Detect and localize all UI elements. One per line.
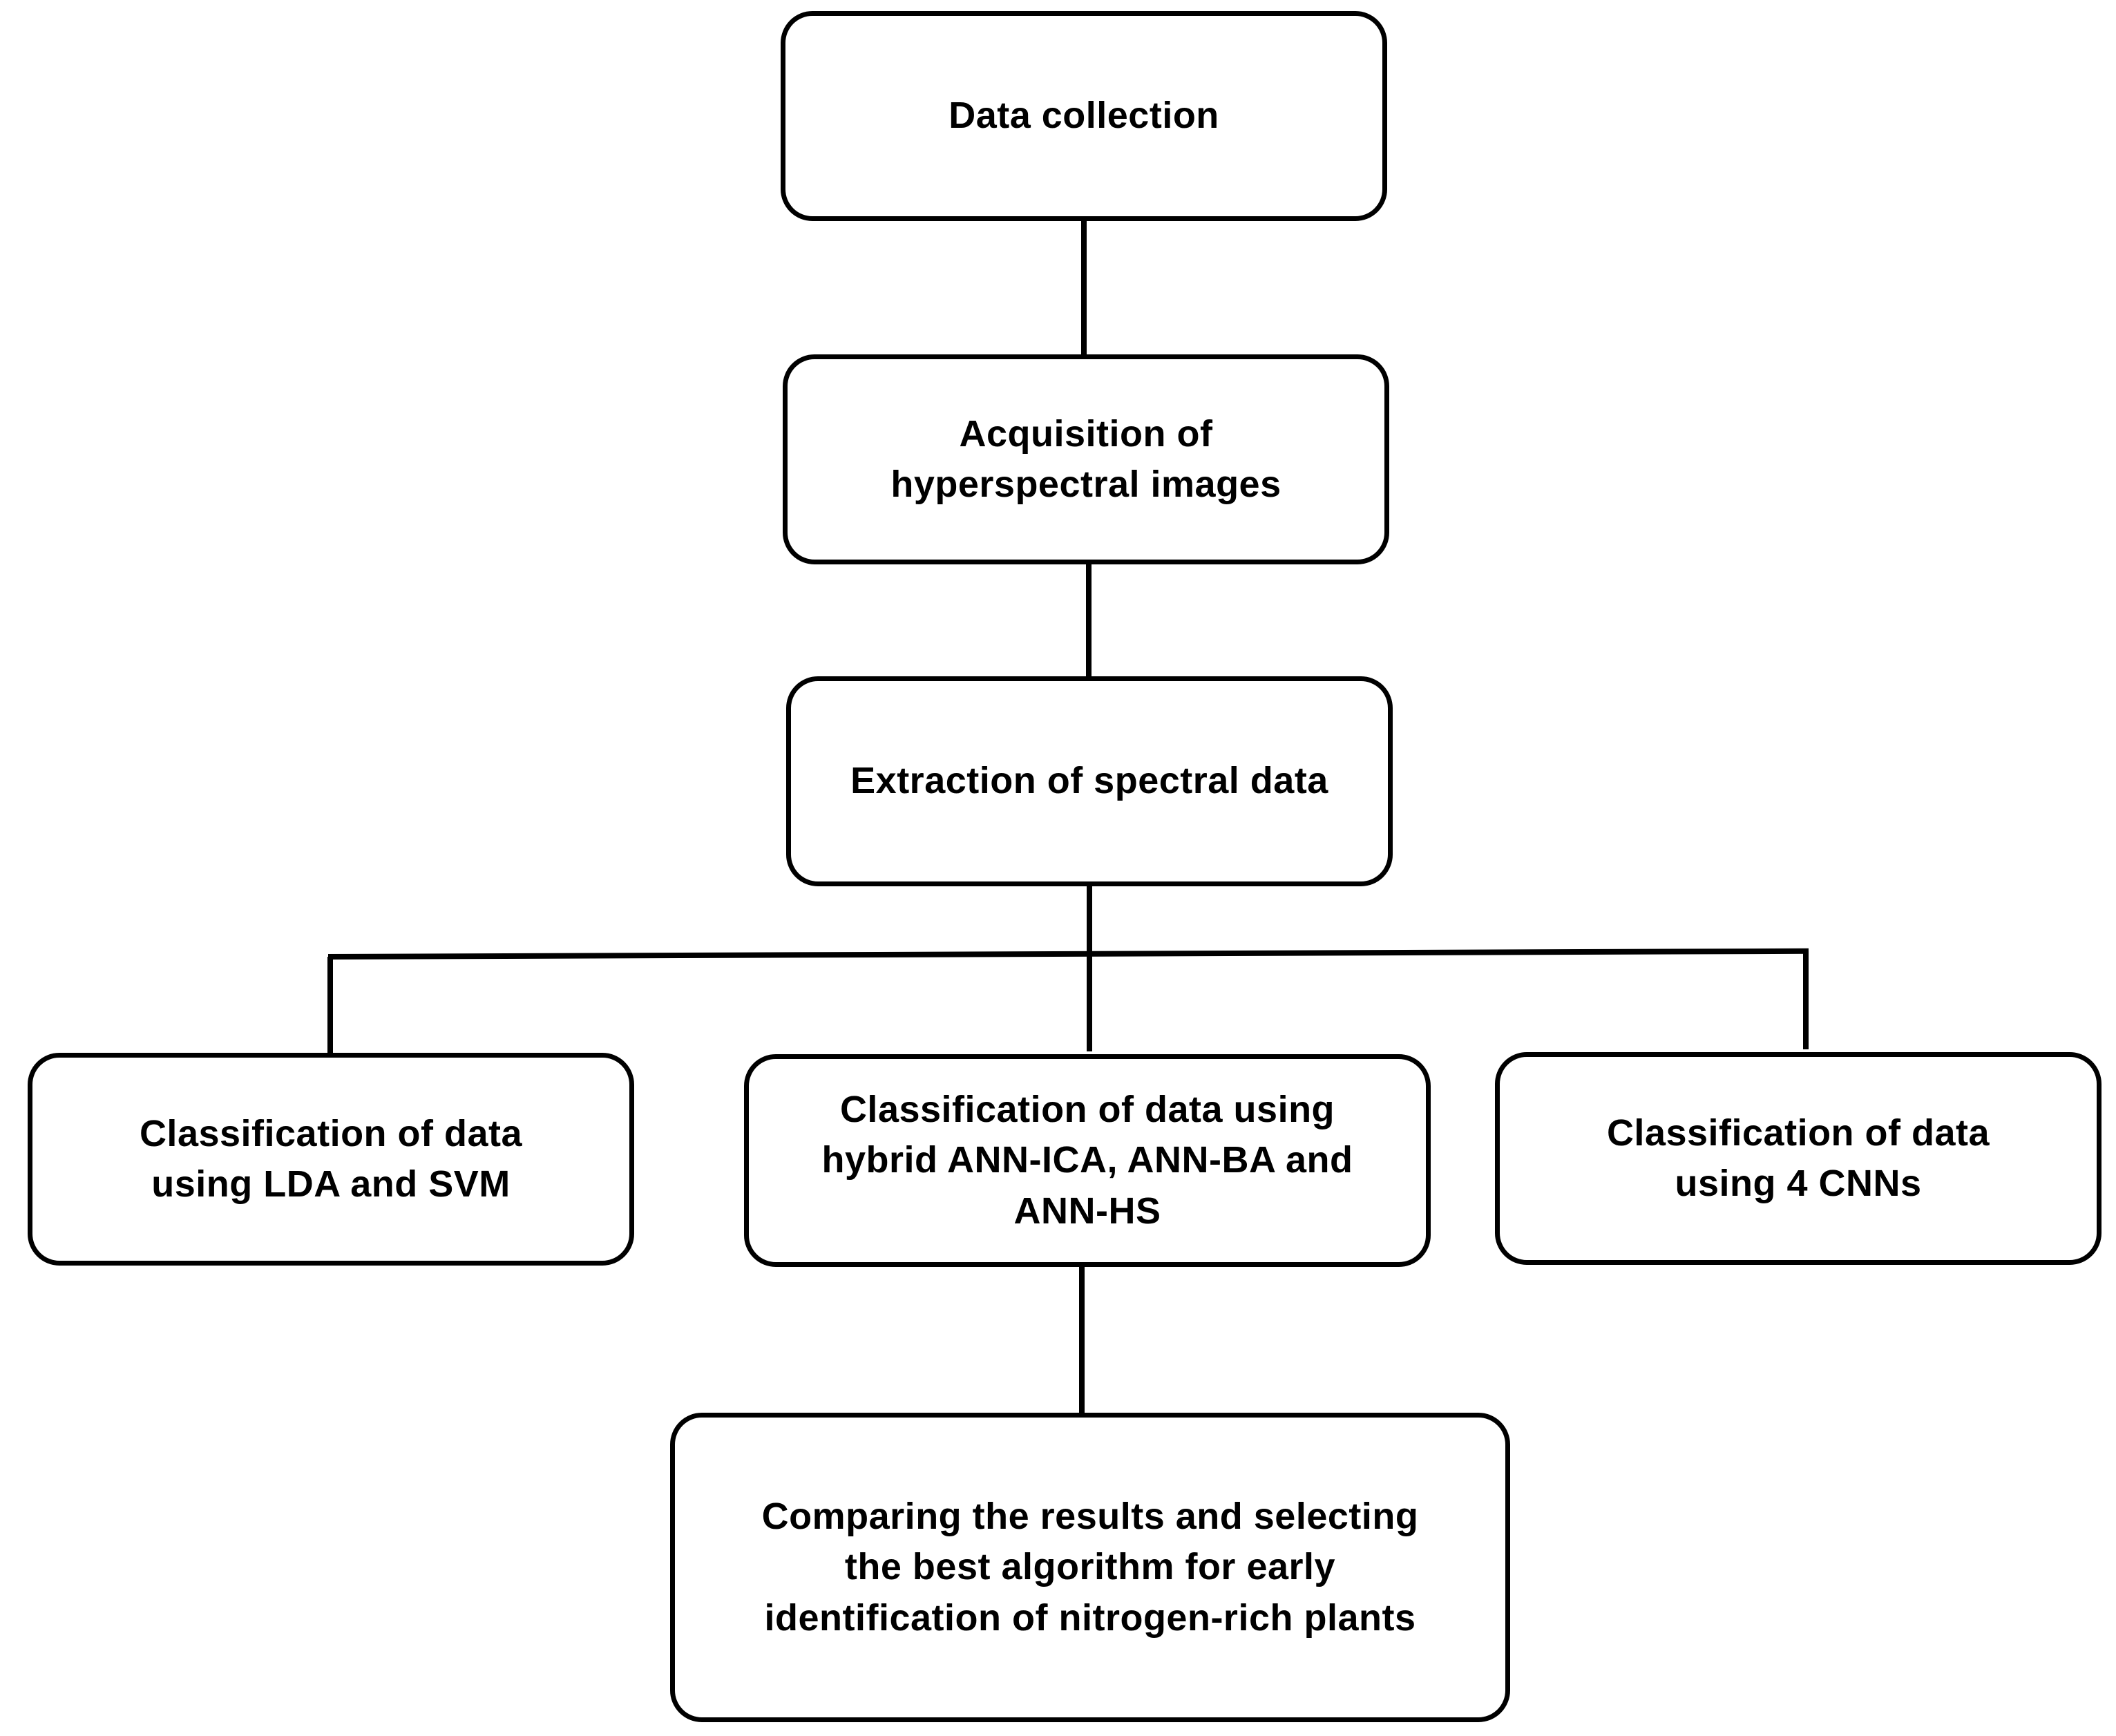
connector-acquisition-to-extraction [1086,563,1092,679]
node-classification-cnn: Classification of data using 4 CNNs [1495,1052,2101,1265]
node-extraction: Extraction of spectral data [786,676,1393,886]
node-label: Data collection [949,95,1219,137]
node-label: Classification of data using 4 CNNs [1606,1112,1990,1204]
connector-collection-to-acquisition [1081,220,1087,358]
node-comparison: Comparing the results and selecting the … [670,1413,1510,1722]
node-classification-lda-svm: Classification of data using LDA and SVM [28,1053,634,1266]
node-label: Acquisition of hyperspectral images [890,412,1281,505]
node-label: Extraction of spectral data [850,760,1328,802]
node-acquisition: Acquisition of hyperspectral images [783,354,1389,564]
connector-branch-to-lda-svm [327,957,333,1055]
connector-extraction-to-hybrid [1087,884,1092,1051]
node-label: Classification of data using LDA and SVM [139,1112,523,1205]
node-data-collection: Data collection [781,11,1387,221]
node-label: Comparing the results and selecting the … [761,1495,1419,1639]
connector-branch-horizontal [327,948,1809,960]
node-classification-hybrid: Classification of data using hybrid ANN-… [744,1054,1431,1267]
connector-hybrid-to-comparison [1079,1266,1085,1416]
connector-branch-to-cnn [1803,951,1809,1049]
node-label: Classification of data using hybrid ANN-… [821,1088,1353,1232]
